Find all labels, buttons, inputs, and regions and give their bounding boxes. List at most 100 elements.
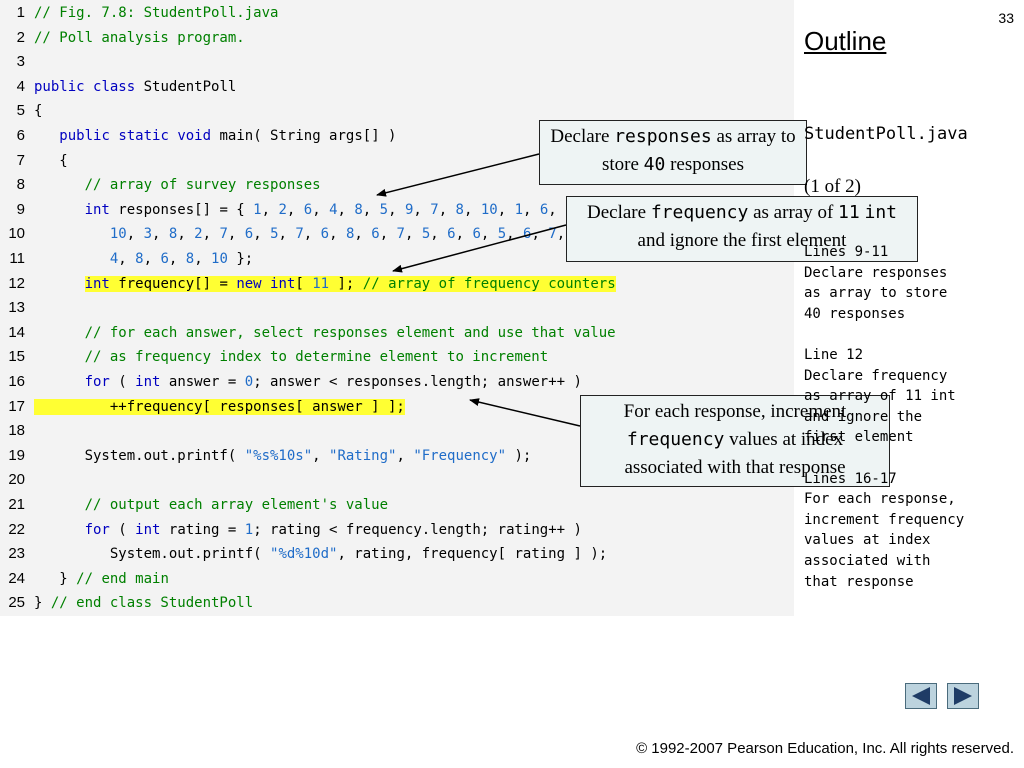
code-token: , <box>531 226 549 243</box>
code-token: , <box>261 201 279 218</box>
code-token: 6 <box>160 251 169 267</box>
code-token: , <box>337 201 355 218</box>
code-token: , <box>556 226 566 243</box>
previous-slide-button[interactable] <box>905 683 937 709</box>
outline-note-line: that response <box>804 573 914 590</box>
code-token: 7 <box>430 201 439 218</box>
outline-file-name: StudentPoll.java <box>804 124 968 144</box>
outline-note-line: Line 12 <box>804 346 864 363</box>
code-token: responses[] = { <box>109 201 254 218</box>
code-token: , <box>413 201 431 218</box>
code-token: int <box>84 275 110 292</box>
next-slide-button[interactable] <box>947 683 979 709</box>
code-line: 20 <box>0 468 794 492</box>
code-token: ; answer < responses.length; answer++ ) <box>253 374 582 390</box>
line-number: 16 <box>8 373 25 390</box>
copyright-notice: © 1992-2007 Pearson Education, Inc. All … <box>636 740 1014 757</box>
code-line: 12 int frequency[] = new int[ 11 ]; // a… <box>0 272 794 296</box>
code-line: 15 // as frequency index to determine el… <box>0 345 794 369</box>
callout-code: 11 <box>838 202 860 223</box>
code-line: 22 for ( int rating = 1; rating < freque… <box>0 518 794 542</box>
code-text: // output each array element's value <box>34 493 388 517</box>
code-text: System.out.printf( "%d%10d", rating, fre… <box>34 542 607 566</box>
code-token: 11 <box>312 275 330 292</box>
code-token: , <box>480 226 498 243</box>
code-listing: 1// Fig. 7.8: StudentPoll.java 2 // Poll a… <box>0 0 794 616</box>
code-token: , <box>455 226 473 243</box>
line-number: 7 <box>16 151 25 169</box>
code-token: ( <box>109 521 136 538</box>
code-line: 9 int responses[] = { 1, 2, 6, 4, 8, 5, … <box>0 198 794 222</box>
code-text: for ( int rating = 1; rating < frequency… <box>34 518 582 542</box>
outline-note-line: first element <box>804 429 914 446</box>
code-text: // Poll analysis program. <box>34 26 245 50</box>
code-token: , <box>126 226 144 243</box>
code-token: "Rating" <box>329 447 397 464</box>
code-token: , <box>227 226 245 243</box>
code-text: public class StudentPoll <box>34 75 236 99</box>
code-line: 13 <box>0 296 794 320</box>
code-token: 6 <box>244 226 254 243</box>
code-token: int <box>135 374 161 390</box>
code-token: // Fig. 7.8: StudentPoll.java <box>34 5 279 21</box>
code-token: 8 <box>135 251 144 267</box>
code-token: main( String args[] ) <box>211 128 397 144</box>
code-token: , <box>404 226 422 243</box>
code-token: 7 <box>396 226 405 243</box>
line-number: 12 <box>8 274 25 292</box>
code-token: { <box>34 152 68 169</box>
code-token: ]; <box>329 275 363 292</box>
code-text: int responses[] = { 1, 2, 6, 4, 8, 5, 9,… <box>34 198 633 222</box>
code-token: , <box>278 226 296 243</box>
code-token: 6 <box>447 226 456 243</box>
code-token: 0 <box>244 374 254 390</box>
code-token: class <box>93 78 136 95</box>
code-token: System.out.printf( <box>34 447 245 464</box>
callout-text: responses <box>665 154 744 175</box>
outline-note-line: Lines 9-11 <box>804 244 889 260</box>
code-token: , <box>168 251 186 267</box>
code-token: void <box>177 128 212 144</box>
line-number: 17 <box>8 397 25 415</box>
code-token: 2 <box>278 201 287 218</box>
outline-note-line: as array to store <box>804 285 948 302</box>
code-token: 6 <box>320 226 330 243</box>
code-text: // for each answer, select responses ele… <box>34 321 616 345</box>
arrow-frequency <box>392 224 567 273</box>
code-token: 6 <box>472 226 481 243</box>
code-token: 2 <box>194 226 203 243</box>
code-token: 5 <box>270 226 279 243</box>
code-text: int frequency[] = new int[ 11 ]; // arra… <box>34 272 616 296</box>
code-text: } // end class StudentPoll <box>34 591 253 615</box>
line-number: 5 <box>16 102 25 120</box>
code-token: , <box>379 226 397 243</box>
code-token: ( <box>109 374 136 390</box>
code-token: ); <box>506 447 532 464</box>
code-token: // array of survey responses <box>84 177 321 194</box>
code-line: 5{ <box>0 99 794 123</box>
code-token: // Poll analysis program. <box>34 29 245 46</box>
callout-text: as array to store <box>601 126 796 175</box>
line-number: 18 <box>8 422 25 440</box>
code-text: for ( int answer = 0; answer < responses… <box>34 370 582 394</box>
code-token: 4 <box>109 251 119 267</box>
code-token: 9 <box>404 201 414 218</box>
outline-note-line: values at index <box>804 532 931 549</box>
code-token: "%d%10d" <box>270 546 338 563</box>
code-line: 1// Fig. 7.8: StudentPoll.java <box>0 1 794 25</box>
code-token: 6 <box>371 226 380 243</box>
line-number: 3 <box>16 53 25 71</box>
code-token: "%s%10s" <box>244 447 313 464</box>
code-token: 3 <box>143 226 153 243</box>
code-token: , <box>497 201 515 218</box>
code-token: , <box>118 251 136 267</box>
line-number: 21 <box>8 496 25 513</box>
arrow-responses <box>376 153 540 197</box>
code-token: frequency[] = <box>109 275 237 292</box>
code-token <box>261 275 271 292</box>
code-token: static <box>118 128 169 144</box>
code-token: , <box>430 226 448 243</box>
code-token: // end main <box>76 570 169 587</box>
code-line: 23 System.out.printf( "%d%10d", rating, … <box>0 542 794 566</box>
code-token: 6 <box>523 226 532 243</box>
